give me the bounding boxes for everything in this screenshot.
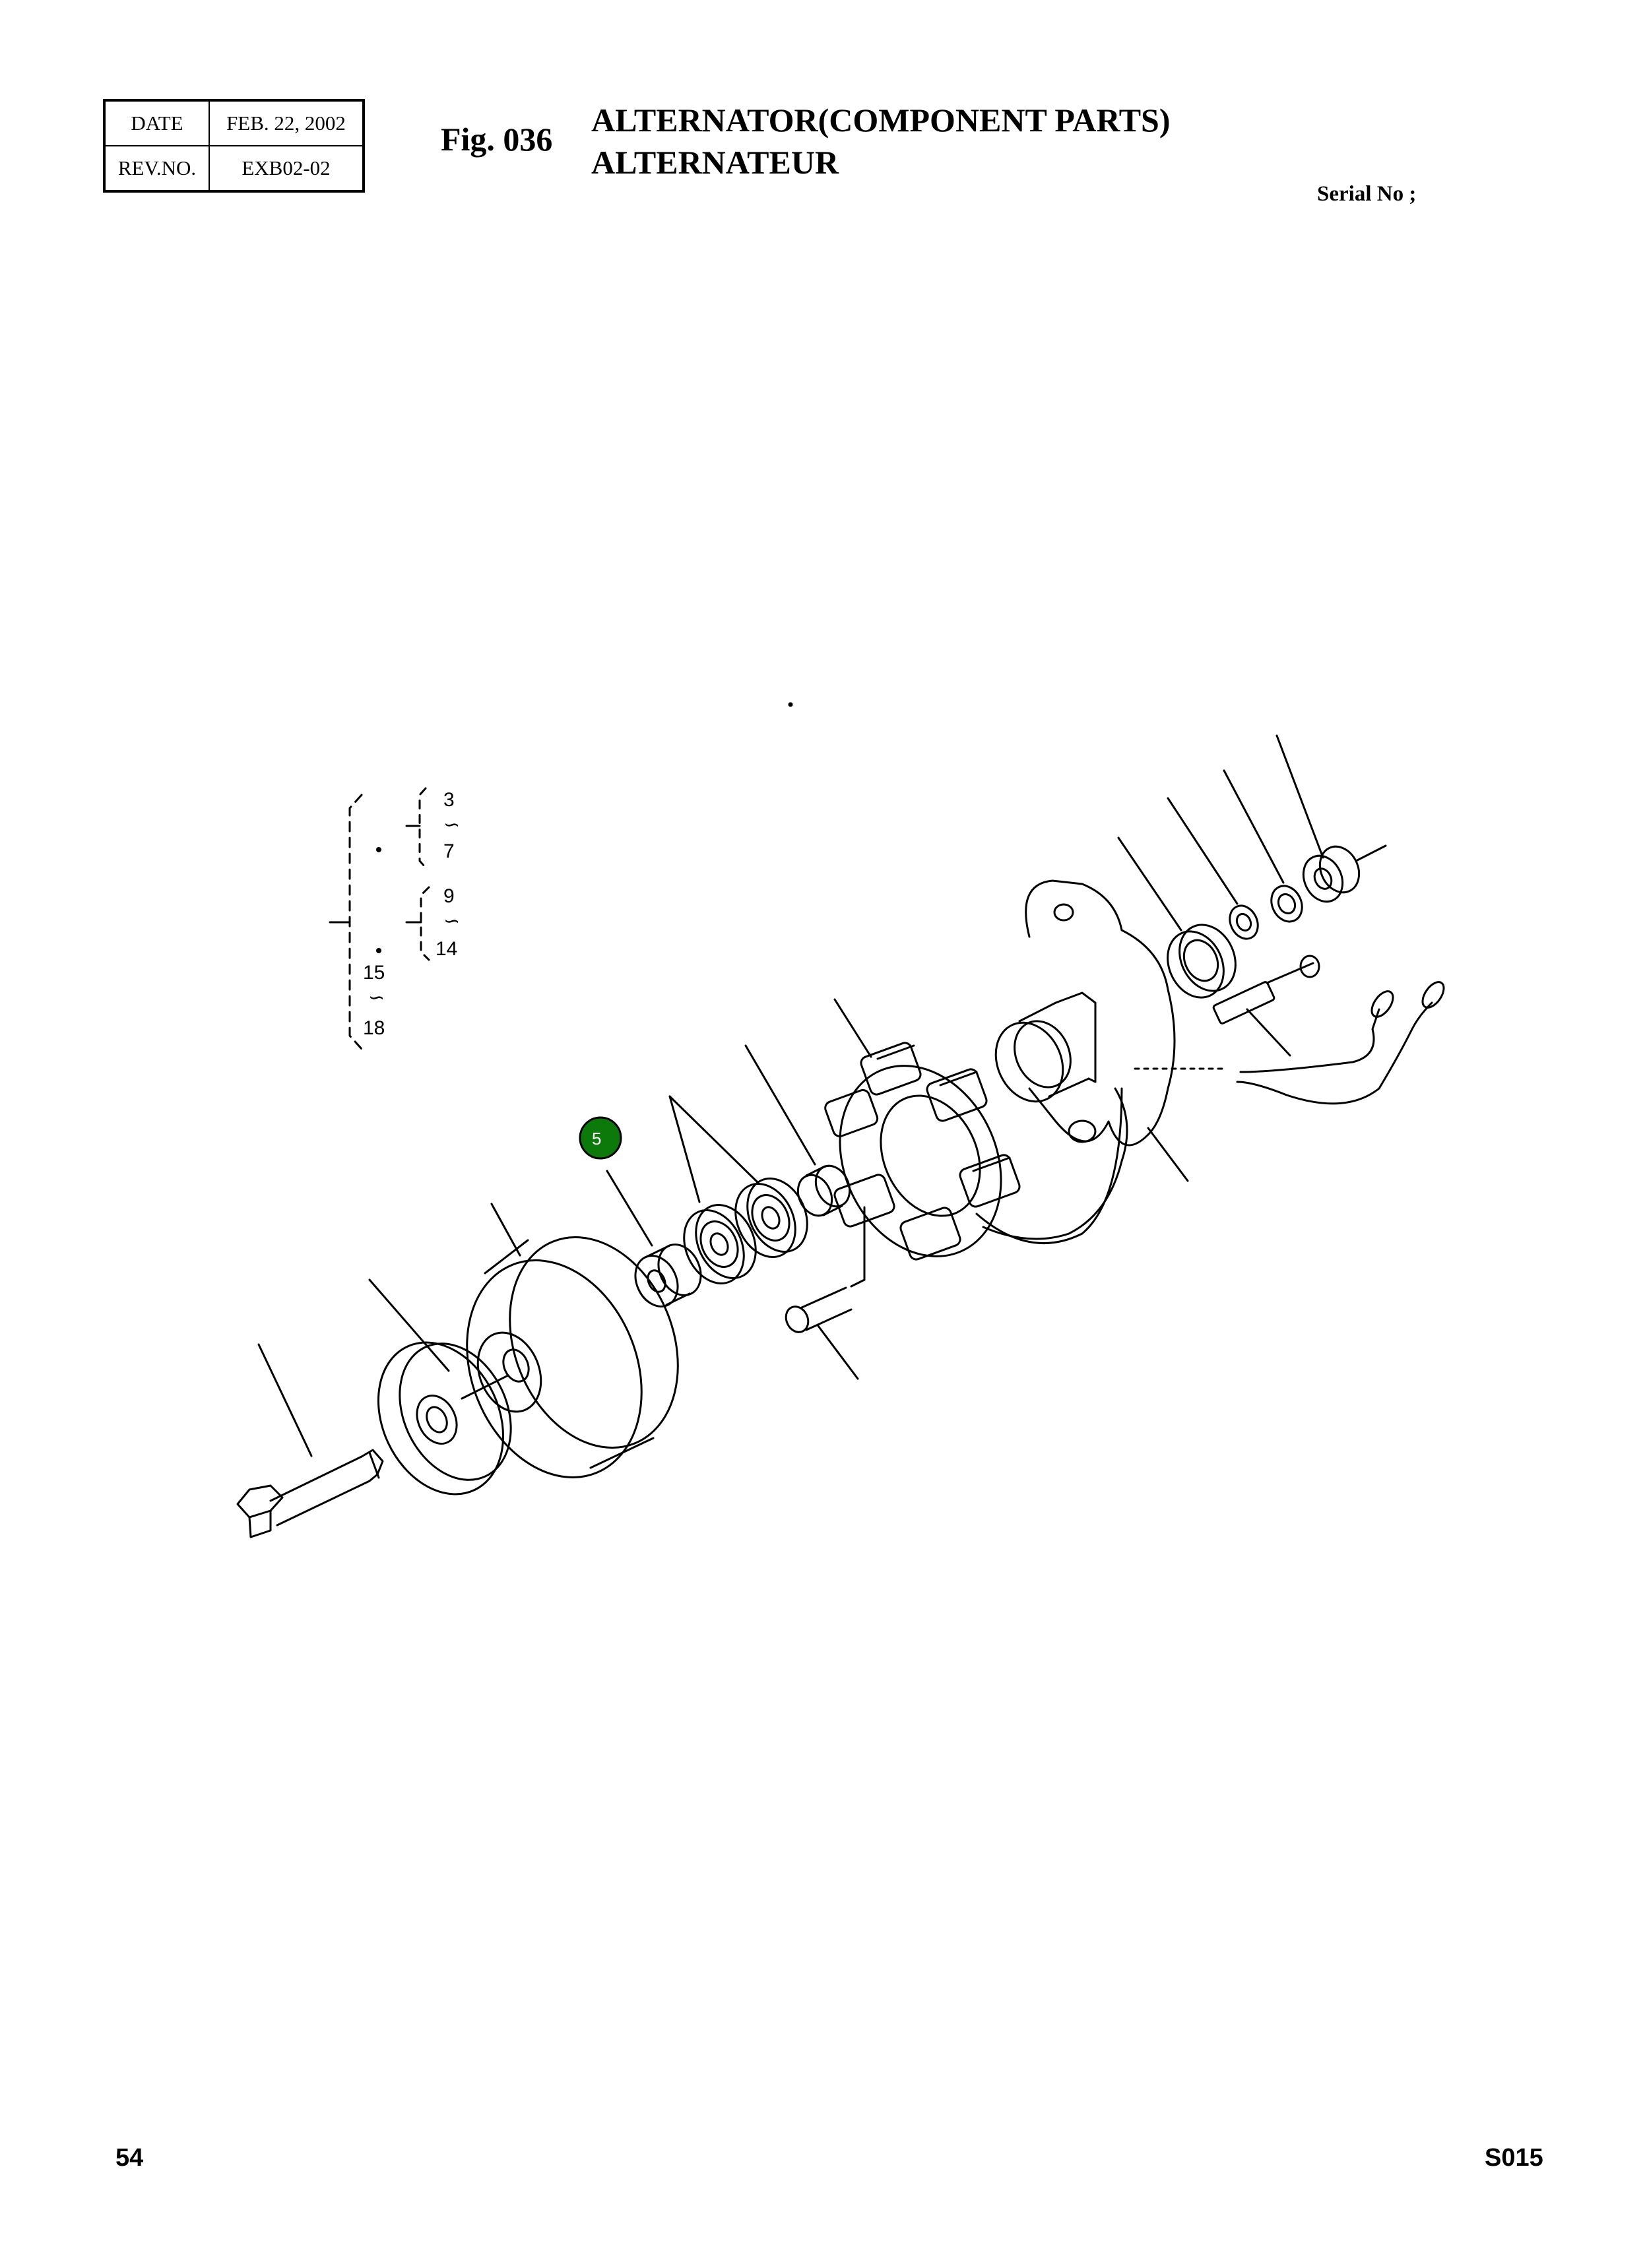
stator-part: [824, 998, 1123, 1261]
section-code: S015: [1485, 2144, 1543, 2172]
date-value: FEB. 22, 2002: [209, 100, 364, 146]
screw-part: [785, 1206, 866, 1380]
bearing-pair-part: [668, 1095, 808, 1284]
callout-9: 9: [443, 885, 455, 907]
rev-label: REV.NO.: [104, 145, 210, 192]
housing-part: [982, 879, 1229, 1240]
callout-3: 3: [443, 789, 455, 811]
bolt-part: [236, 1343, 384, 1538]
small-nut-part: [1223, 769, 1303, 923]
cap-nut-part: [1275, 734, 1387, 903]
wire-leads-part: [1236, 981, 1445, 1105]
title-french: ALTERNATEUR: [591, 144, 839, 181]
housing-bearing-part: [1117, 836, 1237, 999]
date-label: DATE: [104, 100, 210, 146]
pulley-part: [461, 1203, 679, 1478]
title-english: ALTERNATOR(COMPONENT PARTS): [591, 102, 1171, 139]
callout-9-14-range: ∽: [443, 910, 460, 932]
highlight-marker-circle[interactable]: [579, 1116, 622, 1160]
highlight-marker[interactable]: 5: [579, 1116, 622, 1160]
highlight-marker-label: 5: [592, 1129, 601, 1149]
small-washer-part: [1167, 797, 1259, 940]
callout-18: 18: [363, 1017, 385, 1039]
page-number: 54: [115, 2144, 144, 2172]
terminal-part: [1212, 955, 1320, 1057]
date-row: DATE FEB. 22, 2002: [104, 100, 364, 146]
rev-value: EXB02-02: [209, 145, 364, 192]
revision-table: DATE FEB. 22, 2002 REV.NO. EXB02-02: [103, 99, 365, 193]
callout-15: 15: [363, 962, 385, 984]
callout-7: 7: [443, 840, 455, 862]
washer-part: [368, 1278, 512, 1496]
callout-group-bracket: [329, 787, 430, 1050]
callout-15-18-range: ∽: [368, 987, 385, 1009]
page-title: ALTERNATOR(COMPONENT PARTS) ALTERNATEUR: [591, 99, 1171, 183]
spacer-part: [606, 1170, 702, 1307]
rev-row: REV.NO. EXB02-02: [104, 145, 364, 192]
callout-14: 14: [435, 938, 457, 960]
figure-number: Fig. 036: [441, 121, 553, 158]
serial-number-label: Serial No ;: [1317, 182, 1417, 206]
callout-3-7-range: ∽: [443, 814, 460, 836]
